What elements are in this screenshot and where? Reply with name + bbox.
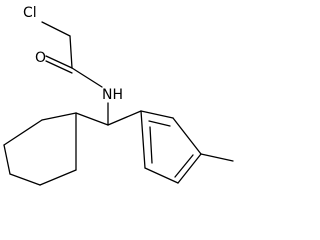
p-tolyl-ring xyxy=(140,110,202,184)
oxygen-atom-label: O xyxy=(35,50,46,66)
bond-methine-cyclohexyl xyxy=(75,112,109,126)
bond-cl-ch2 xyxy=(41,21,71,37)
bond-carbonyl-oxygen-2 xyxy=(45,60,73,74)
bond-carbonyl-oxygen-1 xyxy=(45,55,73,69)
bond-carbonyl-nitrogen xyxy=(71,67,103,88)
bond-methine-aryl xyxy=(107,110,142,126)
chlorine-atom-label: Cl xyxy=(23,5,37,21)
chemical-structure-diagram: Cl O NH xyxy=(3,5,234,186)
nitrogen-atom-label: NH xyxy=(102,87,123,103)
bond-aryl-methyl xyxy=(200,153,234,162)
cyclohexyl-ring xyxy=(3,112,77,186)
bond-ch2-carbonyl xyxy=(69,35,73,69)
